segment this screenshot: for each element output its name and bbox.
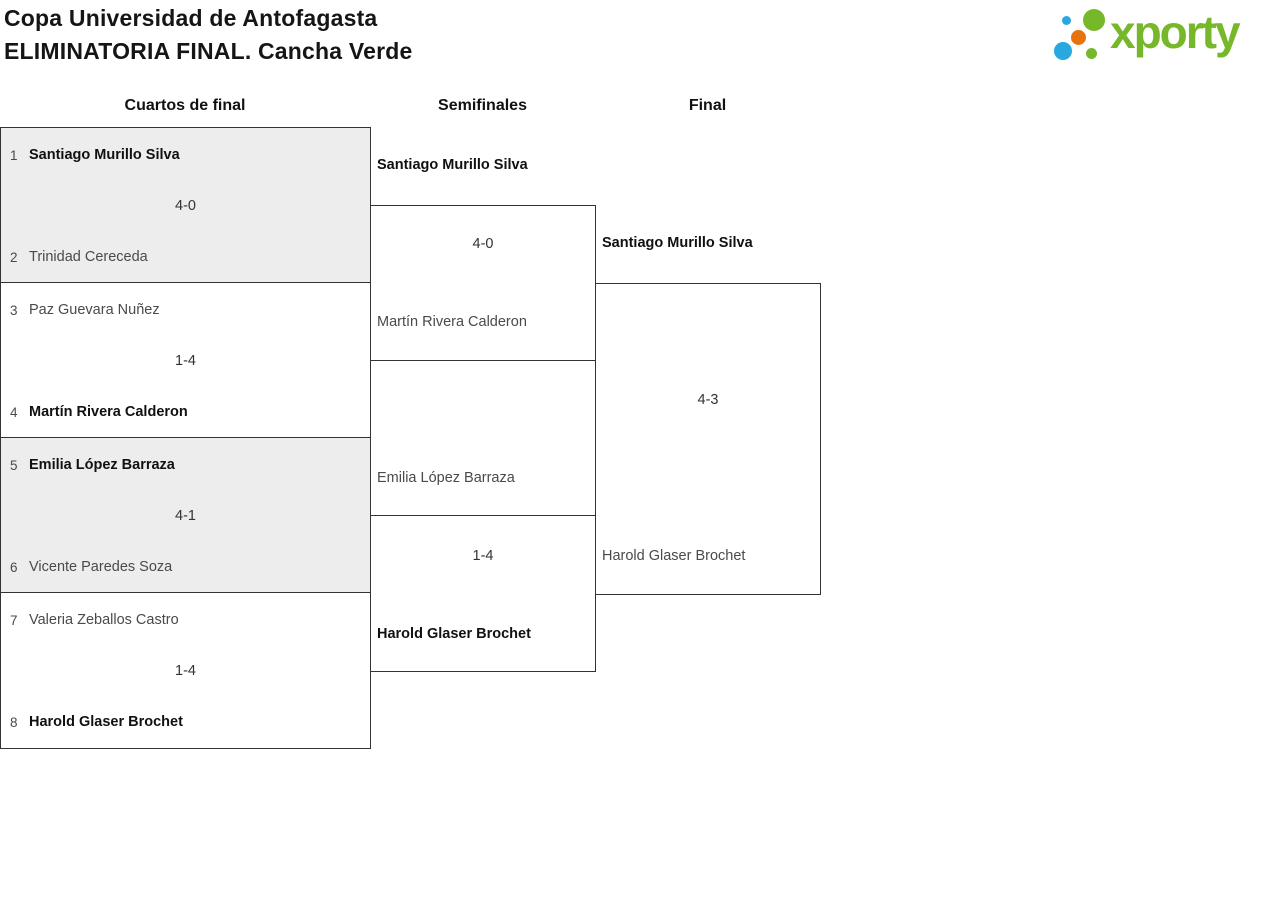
seed-number: 7 <box>10 612 18 628</box>
player-name[interactable]: Valeria Zeballos Castro <box>29 612 179 628</box>
page-title-line-1: Copa Universidad de Antofagasta <box>4 5 378 31</box>
match-qf1-player1-row: 1 Santiago Murillo Silva <box>10 145 360 165</box>
match-score: 4-3 <box>697 392 719 408</box>
match-qf4-player1-row: 7 Valeria Zeballos Castro <box>10 610 360 630</box>
match-sf1[interactable] <box>370 205 596 361</box>
logo-dot-icon <box>1083 9 1105 31</box>
seed-number: 3 <box>10 302 18 318</box>
match-score: 1-4 <box>175 352 196 369</box>
logo-dot-icon <box>1054 42 1072 60</box>
player-name[interactable]: Paz Guevara Nuñez <box>29 302 160 318</box>
match-qf3-player1-row: 5 Emilia López Barraza <box>10 455 360 475</box>
player-name[interactable]: Santiago Murillo Silva <box>29 147 180 163</box>
logo-dot-icon <box>1071 30 1086 45</box>
column-header-cuartos-de-final: Cuartos de final <box>124 97 246 114</box>
match-qf4-player2-row: 8 Harold Glaser Brochet <box>10 712 360 732</box>
match-qf2-player1-row: 3 Paz Guevara Nuñez <box>10 300 360 320</box>
match-score: 1-4 <box>175 662 196 679</box>
player-name[interactable]: Emilia López Barraza <box>377 470 515 486</box>
player-name[interactable]: Harold Glaser Brochet <box>29 714 183 730</box>
match-sf2[interactable] <box>370 515 596 672</box>
match-qf4[interactable]: 7 Valeria Zeballos Castro 1-4 8 Harold G… <box>0 592 371 749</box>
match-qf3-player2-row: 6 Vicente Paredes Soza <box>10 557 360 577</box>
match-qf3[interactable]: 5 Emilia López Barraza 4-1 6 Vicente Par… <box>0 437 371 594</box>
player-name[interactable]: Harold Glaser Brochet <box>377 626 531 642</box>
match-final[interactable] <box>595 283 821 595</box>
match-qf1-player2-row: 2 Trinidad Cereceda <box>10 247 360 267</box>
page-title: Copa Universidad de Antofagasta ELIMINAT… <box>4 2 413 68</box>
player-name[interactable]: Harold Glaser Brochet <box>602 548 746 564</box>
match-score: 1-4 <box>472 548 494 564</box>
seed-number: 5 <box>10 457 18 473</box>
seed-number: 2 <box>10 249 18 265</box>
player-name[interactable]: Santiago Murillo Silva <box>377 157 528 173</box>
player-name[interactable]: Martín Rivera Calderon <box>29 404 188 420</box>
match-qf1[interactable]: 1 Santiago Murillo Silva 4-0 2 Trinidad … <box>0 127 371 284</box>
seed-number: 4 <box>10 404 18 420</box>
match-qf2-player2-row: 4 Martín Rivera Calderon <box>10 402 360 422</box>
xporty-logo[interactable]: xporty <box>1048 4 1274 70</box>
player-name[interactable]: Emilia López Barraza <box>29 457 175 473</box>
seed-number: 6 <box>10 559 18 575</box>
player-name[interactable]: Santiago Murillo Silva <box>602 235 753 251</box>
seed-number: 8 <box>10 714 18 730</box>
column-header-semifinales: Semifinales <box>438 97 527 114</box>
player-name[interactable]: Vicente Paredes Soza <box>29 559 173 575</box>
match-qf2[interactable]: 3 Paz Guevara Nuñez 1-4 4 Martín Rivera … <box>0 282 371 439</box>
xporty-logo-text: xporty <box>1110 6 1241 58</box>
logo-dot-icon <box>1062 16 1071 25</box>
logo-dot-icon <box>1086 48 1097 59</box>
player-name[interactable]: Martín Rivera Calderon <box>377 314 527 330</box>
player-name[interactable]: Trinidad Cereceda <box>29 249 148 265</box>
match-score: 4-0 <box>472 236 494 252</box>
match-score: 4-1 <box>175 507 196 524</box>
column-header-final: Final <box>688 97 727 114</box>
seed-number: 1 <box>10 147 18 163</box>
page-title-line-2: ELIMINATORIA FINAL. Cancha Verde <box>4 38 413 64</box>
match-score: 4-0 <box>175 197 196 214</box>
